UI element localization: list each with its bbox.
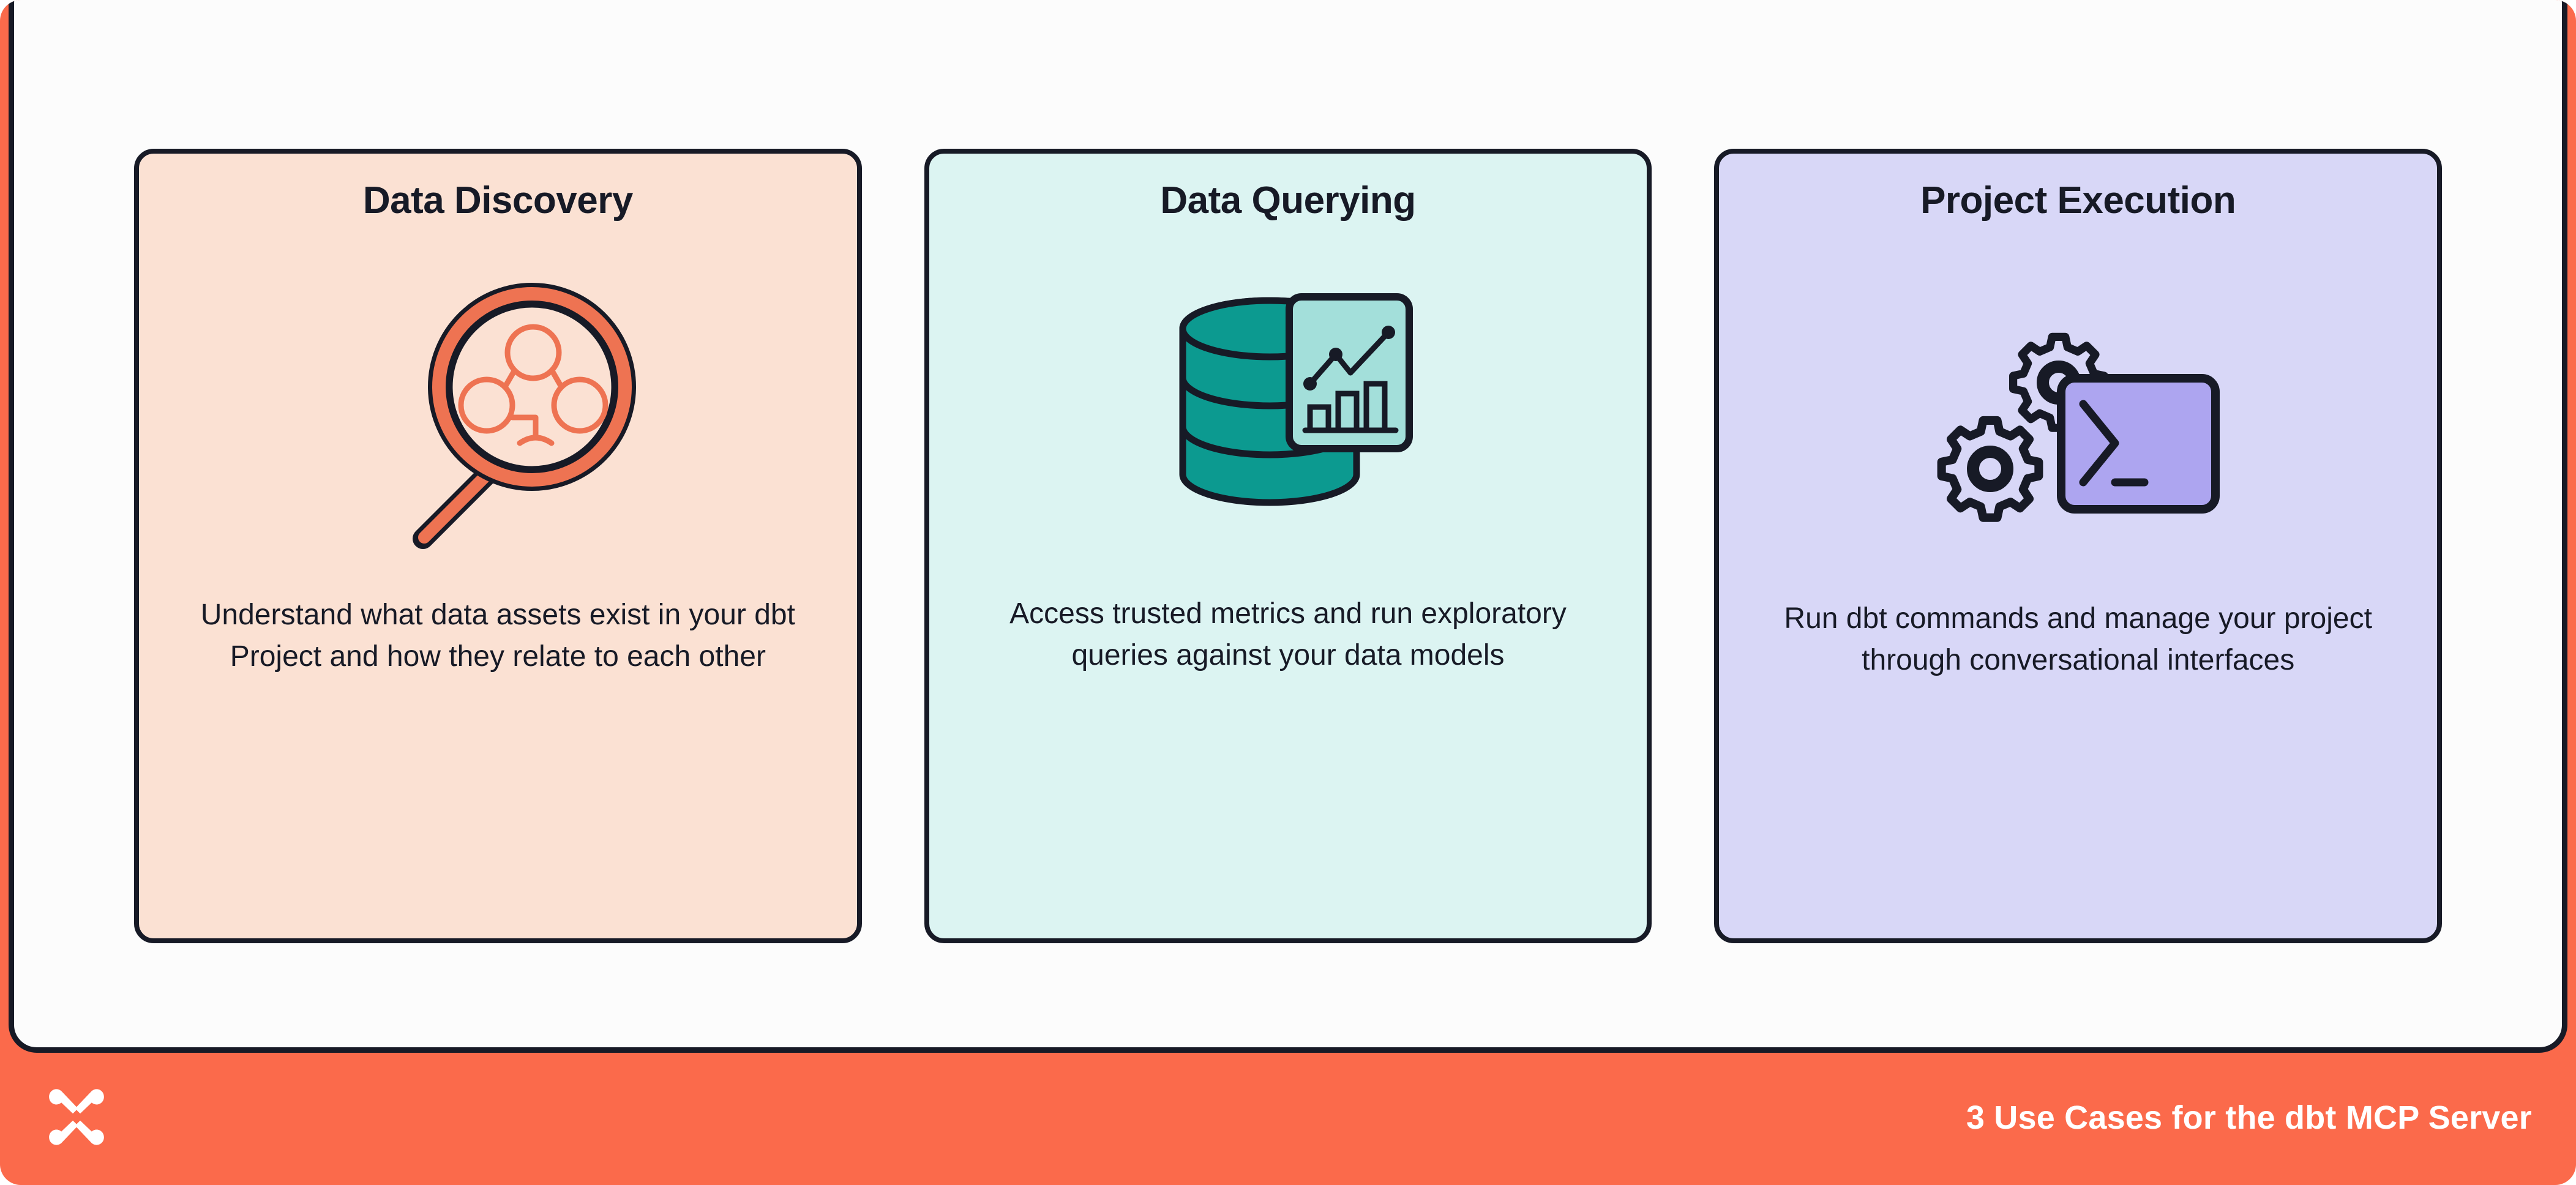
card-data-querying: Data Querying [924, 149, 1652, 943]
content-panel: Data Discovery [9, 0, 2567, 1053]
footer-bar: 3 Use Cases for the dbt MCP Server [0, 1053, 2576, 1185]
card-description: Understand what data assets exist in you… [200, 599, 795, 673]
card-description: Run dbt commands and manage your project… [1784, 602, 2372, 677]
gears-terminal-icon [1931, 247, 2225, 589]
magnifying-glass-lineage-icon [357, 248, 638, 591]
dbt-logo-icon [49, 1089, 104, 1145]
card-description: Access trusted metrics and run explorato… [1009, 597, 1567, 672]
card-data-discovery: Data Discovery [134, 149, 862, 943]
database-analytics-icon [1159, 242, 1417, 585]
footer-caption: 3 Use Cases for the dbt MCP Server [1966, 1099, 2532, 1136]
card-title: Data Querying [1160, 179, 1416, 222]
card-title: Data Discovery [362, 179, 634, 222]
card-title: Project Execution [1920, 179, 2236, 222]
card-project-execution: Project Execution [1714, 149, 2443, 943]
